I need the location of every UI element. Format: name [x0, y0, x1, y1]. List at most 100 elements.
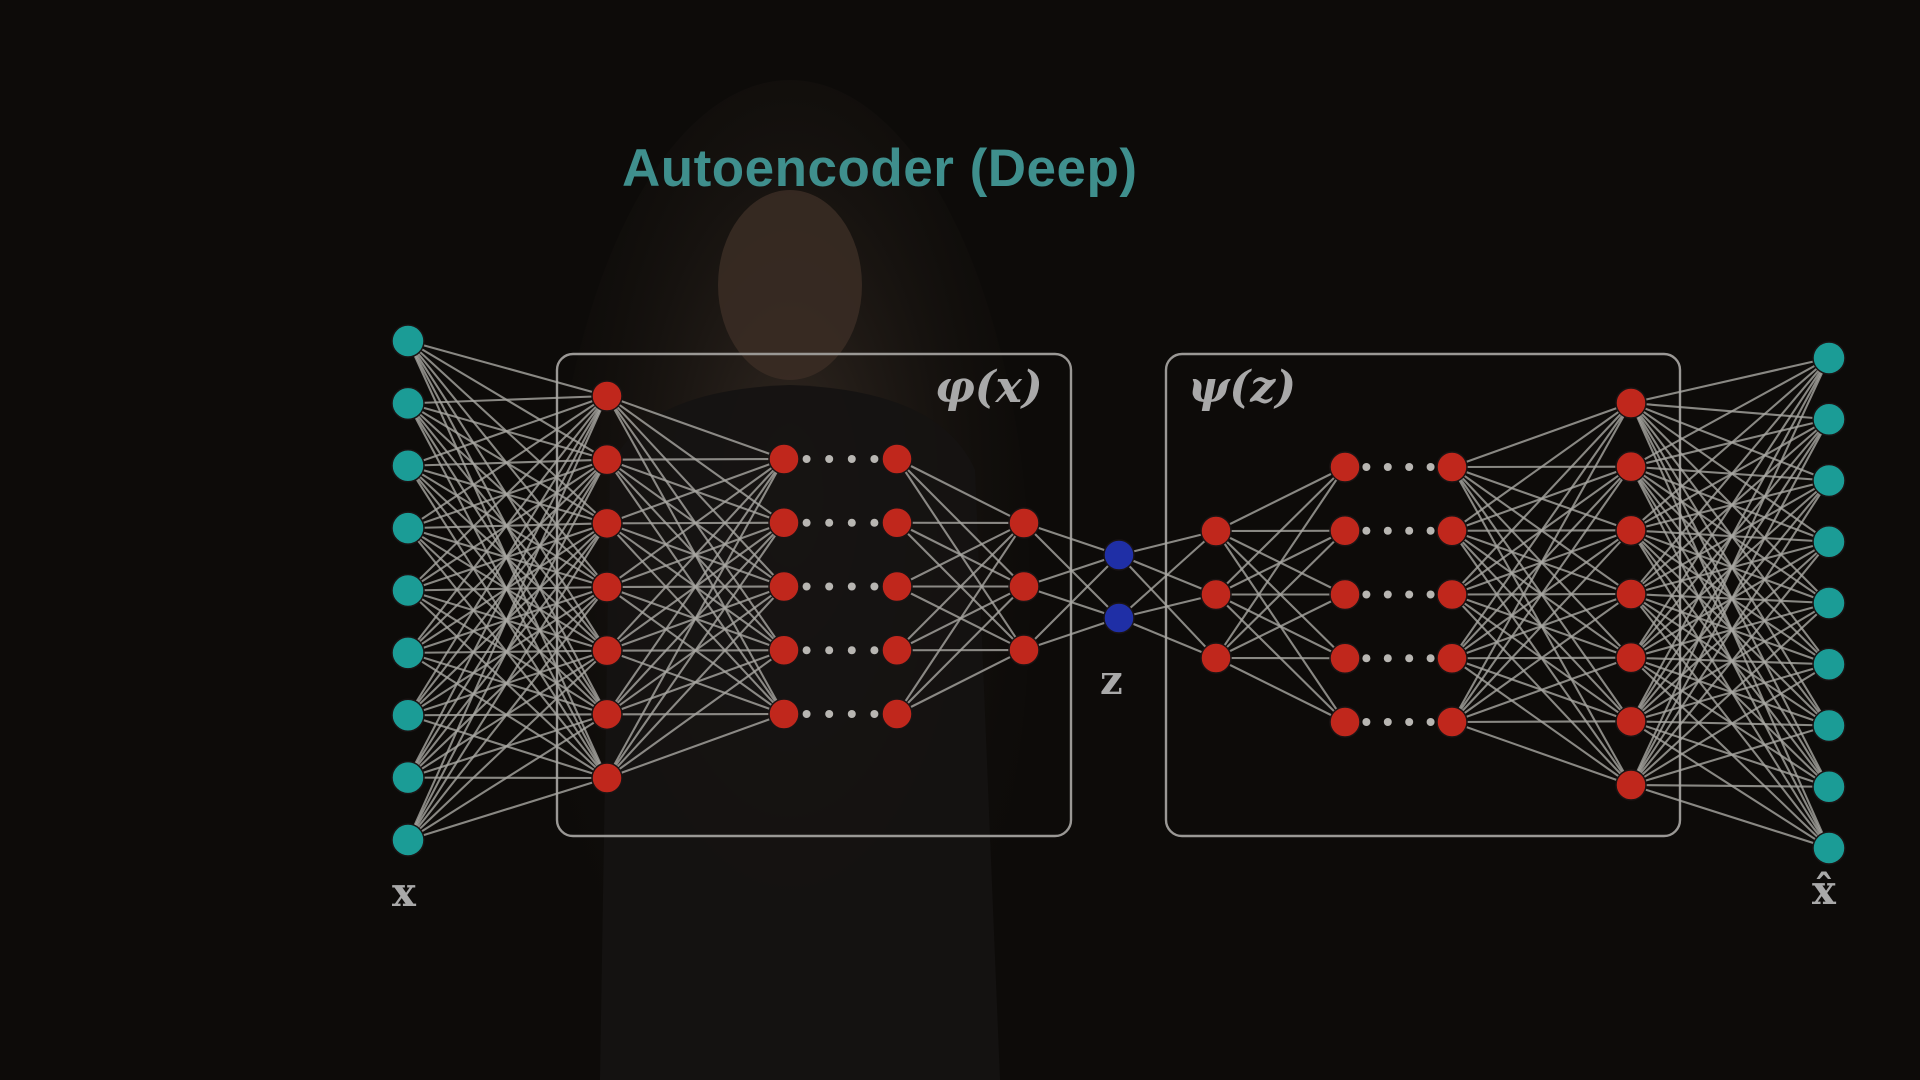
connection-line: [1451, 402, 1632, 659]
connection-line: [1630, 656, 1830, 727]
connection-line: [606, 395, 785, 460]
connection-line: [896, 522, 1025, 651]
connection-line: [1630, 656, 1830, 849]
connection-line: [1630, 418, 1830, 786]
ellipsis-dot: [802, 710, 811, 718]
ellipsis-dot: [1426, 718, 1435, 726]
ellipsis-dot: [825, 455, 834, 463]
connection-line: [1118, 617, 1217, 659]
dec4-node-1: [1615, 387, 1647, 419]
input-node-7: [391, 698, 425, 732]
ellipsis-dot: [1405, 654, 1414, 663]
dec3-node-5: [1436, 706, 1468, 738]
connection-line: [1630, 602, 1830, 786]
connection-line: [606, 458, 785, 779]
ellipsis-dot: [1426, 590, 1435, 599]
connection-line: [606, 713, 785, 779]
connection-line: [606, 649, 785, 779]
diagram-title: Autoencoder (Deep): [622, 139, 1138, 198]
enc3-node-4: [881, 634, 913, 666]
ellipsis-dot: [1383, 526, 1392, 535]
enc1-node-4: [591, 571, 623, 603]
connection-line: [1451, 593, 1632, 723]
dec3-node-3: [1436, 578, 1468, 611]
latent-node-2: [1103, 602, 1135, 634]
encoder-box: [555, 352, 1073, 838]
latent-node-1: [1103, 539, 1135, 571]
connection-line: [606, 457, 785, 461]
connection-line: [1630, 356, 1830, 405]
ellipsis-dot: [825, 582, 834, 591]
connection-line: [1630, 402, 1830, 604]
dec2-node-4: [1329, 642, 1361, 674]
connection-line: [407, 395, 608, 779]
output-node-9: [1812, 831, 1846, 865]
enc3-node-5: [881, 698, 913, 730]
ellipsis-dot: [825, 646, 834, 655]
enc2-node-5: [768, 698, 800, 730]
ellipsis-dot: [802, 518, 811, 527]
ellipsis-dot: [870, 582, 879, 591]
enc3-node-1: [881, 443, 913, 475]
dec4-node-3: [1615, 514, 1647, 547]
dec3-node-2: [1436, 515, 1468, 547]
connection-line: [1118, 530, 1217, 619]
connection-line: [1451, 402, 1632, 468]
output-label: x̂: [1812, 867, 1837, 914]
connection-line: [1023, 522, 1120, 556]
connection-line: [1630, 357, 1830, 722]
connection-line: [1630, 402, 1830, 543]
ellipsis-dot: [1405, 718, 1414, 726]
connection-line: [606, 522, 785, 779]
output-node-1: [1812, 341, 1846, 375]
dec4-node-5: [1615, 641, 1647, 674]
connection-line: [1630, 529, 1830, 666]
ellipsis-dot: [825, 710, 834, 718]
connection-line: [1451, 402, 1632, 532]
connection-line: [1118, 529, 1217, 557]
enc4-node-1: [1008, 507, 1040, 539]
connection-line: [1118, 593, 1217, 620]
connection-line: [896, 522, 1025, 715]
connection-line: [1630, 465, 1830, 543]
connection-line: [1630, 663, 1830, 786]
connection-line: [896, 585, 1025, 715]
connection-line: [1630, 541, 1830, 786]
connection-line: [1023, 617, 1120, 651]
ellipsis-dot: [1362, 463, 1371, 471]
ellipsis-dot: [1362, 526, 1371, 535]
ellipsis-dot: [1405, 463, 1414, 471]
ellipsis-dot: [1383, 463, 1392, 471]
output-node-7: [1812, 708, 1846, 743]
connection-line: [896, 458, 1025, 524]
connection-line: [896, 522, 1025, 588]
connection-line: [1451, 529, 1632, 723]
dec4-node-7: [1615, 769, 1647, 801]
enc1-node-5: [591, 634, 623, 667]
enc4-node-2: [1008, 570, 1040, 603]
connection-line: [1630, 357, 1830, 786]
connection-line: [1630, 529, 1830, 604]
connection-line: [606, 458, 785, 652]
ellipsis-dot: [1362, 590, 1371, 599]
ellipsis-dot: [847, 646, 856, 655]
connection-line: [1451, 402, 1632, 723]
connection-line: [407, 713, 608, 841]
ellipsis-dot: [1405, 590, 1414, 599]
connection-line: [1630, 720, 1830, 849]
encoder-label: φ(x): [935, 362, 1043, 413]
connection-line: [1023, 554, 1120, 588]
input-node-1: [391, 324, 425, 358]
dec2-node-5: [1329, 706, 1361, 738]
input-node-5: [391, 573, 425, 608]
connection-line: [606, 458, 785, 715]
input-node-4: [391, 511, 425, 545]
enc4-node-3: [1008, 634, 1040, 666]
connection-line: [1215, 466, 1346, 532]
ellipsis-dot: [1426, 463, 1435, 471]
decoder-label: ψ(z): [1188, 362, 1296, 413]
ellipsis-dot: [802, 646, 811, 655]
enc2-node-3: [768, 570, 800, 603]
ellipsis-dot: [847, 455, 856, 463]
connection-line: [1630, 593, 1830, 727]
